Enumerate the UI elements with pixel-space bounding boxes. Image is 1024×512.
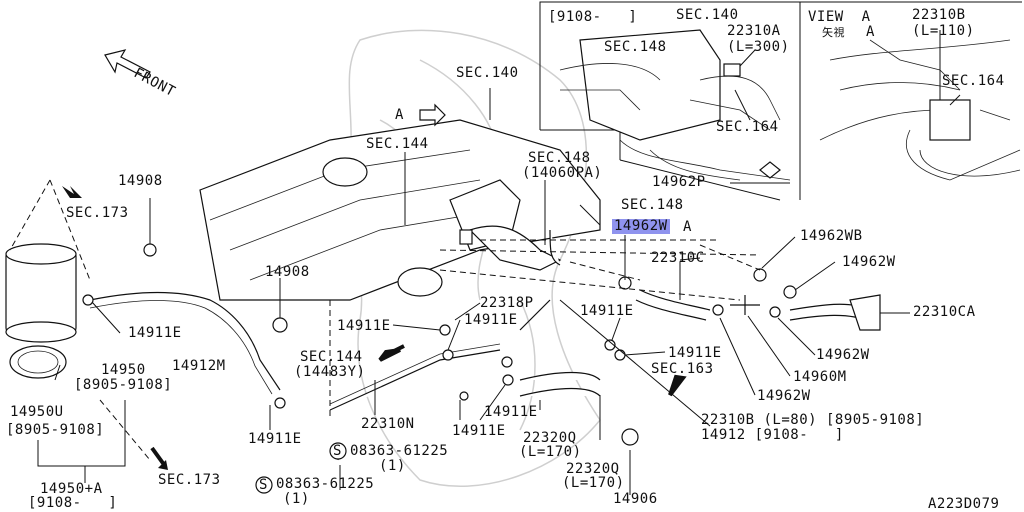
a-suffix-label: A [683,219,692,235]
sec173-bottom-label: SEC.173 [158,472,221,488]
p22310a-label: 22310A [727,23,781,39]
arrows [62,49,687,470]
sec144-lower-label: SEC.144 [300,349,363,365]
l300-label: (L=300) [727,39,790,55]
canister [5,243,77,379]
bracket-9108-label: [9108- ] [548,9,638,25]
p14911e-f-label: 14911E [484,404,538,420]
bolt-b-label: 08363-61225 [276,476,375,492]
p22310b-view-label: 22310B [912,7,966,23]
hoses [89,229,881,411]
a-arrow-label: A [395,107,404,123]
bolt-mark-a-label: S [333,443,342,459]
inset-canister-detail [559,29,791,181]
p14911e-e-label: 14911E [128,325,182,341]
view-a-jp-kanji: 矢視 [822,26,845,39]
p14962wb-label: 14962WB [800,228,863,244]
p14962w-a-label: 14962W [842,254,896,270]
l110-label: (L=110) [912,23,975,39]
p22310n-label: 22310N [361,416,415,432]
p14960m-label: 14960M [793,369,847,385]
p14962p-label: 14962P [652,174,706,190]
sec164-view-label: SEC.164 [942,73,1005,89]
sec163-label: SEC.163 [651,361,714,377]
p22310c-label: 22310C [651,250,705,266]
p14906-label: 14906 [613,491,658,507]
qty-a-label: (1) [379,458,406,474]
p14911e-d-label: 14911E [668,345,722,361]
view-a-arrow-icon [419,103,446,127]
bolt-symbols [255,442,347,494]
sec140-top-label: SEC.140 [456,65,519,81]
inset-view-a [819,39,1021,181]
p14950a-label: 14950+A [40,481,103,497]
sec173-top-label: SEC.173 [66,205,129,221]
bolt-mark-a-icon [329,442,347,460]
view-a-label: VIEW A [808,9,871,25]
sec173-bottom-arrowhead-icon [158,460,168,470]
p14962wa-label: 14962W [612,218,670,234]
sec163-arrow-icon [668,374,687,397]
p22318p-label: 22318P [480,295,534,311]
p22320q-b-label: 22320Q [566,461,620,477]
phantom-lines [9,179,761,461]
sec164-inset-label: SEC.164 [716,119,779,135]
inset-frames [539,1,1022,201]
p14908-a-label: 14908 [118,173,163,189]
sec140-inset-label: SEC.140 [676,7,739,23]
front-arrow-icon [104,49,151,79]
sec148-mid-label: SEC.148 [528,150,591,166]
sec148-inset-label: SEC.148 [604,39,667,55]
sec148-right-label: SEC.148 [621,197,684,213]
p14483y-label: (14483Y) [294,364,366,380]
sec144-label: SEC.144 [366,136,429,152]
p14911e-c-label: 14911E [580,303,634,319]
p14950u-label: 14950U [10,404,64,420]
engine-block [199,119,601,301]
p14911e-g-label: 14911E [452,423,506,439]
l170-b-label: (L=170) [562,475,625,491]
bolt-a-label: 08363-61225 [350,443,449,459]
front-label: FRONT [130,65,178,101]
p14911e-b-label: 14911E [337,318,391,334]
sec173-top-arrow-icon [62,186,82,198]
r8905-9108-a-label: [8905-9108] [74,377,173,393]
p22320q-a-label: 22320Q [523,430,577,446]
r8905-9108-b-label: [8905-9108] [6,422,105,438]
p14911e-h-label: 14911E [248,431,302,447]
view-a-jp-letter: A [866,24,875,40]
sec173-bottom-arrow-icon [150,446,167,468]
p14912m-label: 14912M [172,358,226,374]
p14911e-a-label: 14911E [464,312,518,328]
p14912-label: 14912 [9108- ] [701,427,844,443]
p14962w-b-label: 14962W [816,347,870,363]
qty-b-label: (1) [283,491,310,507]
p22310b-l80-label: 22310B (L=80) [8905-9108] [701,412,925,428]
bolt-mark-b-label: S [259,477,268,493]
drawing-number-label: A223D079 [928,496,1000,512]
sec144-arrow-icon [378,344,405,362]
p14060pa-label: (14060PA) [522,165,603,181]
p22310ca-label: 22310CA [913,304,976,320]
r9108-label: [9108- ] [28,495,118,511]
leader-lines [37,30,961,495]
bolt-mark-b-icon [255,476,273,494]
p14908-b-label: 14908 [265,264,310,280]
p14962w-c-label: 14962W [757,388,811,404]
p14950-label: 14950 [101,362,146,378]
l170-a-label: (L=170) [519,444,582,460]
